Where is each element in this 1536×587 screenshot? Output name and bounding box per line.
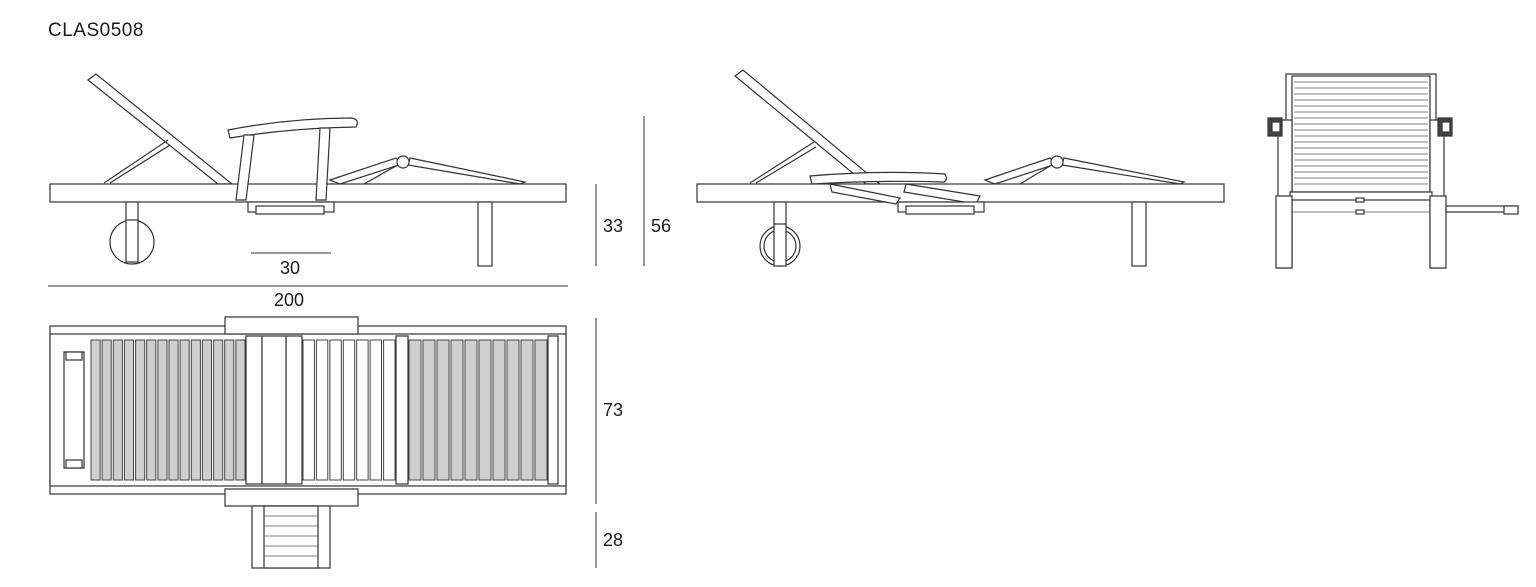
- slat: [369, 339, 383, 481]
- slat: [112, 339, 123, 481]
- dim-seat-height: 33: [603, 216, 624, 236]
- slat: [224, 339, 235, 481]
- seat-slats: [302, 339, 396, 481]
- legrest-left-2: [983, 157, 1058, 185]
- slat: [235, 339, 246, 481]
- slat: [383, 339, 396, 481]
- side-view-armrest-up: [49, 73, 567, 267]
- dim-width: 73: [603, 400, 624, 420]
- slat: [450, 339, 464, 481]
- top-view: [49, 316, 567, 569]
- dim-tray-depth: 28: [603, 530, 624, 550]
- tray-top: [224, 316, 359, 335]
- hinge: [396, 155, 410, 169]
- slat: [492, 339, 506, 481]
- slat: [135, 339, 146, 481]
- product-code: CLAS0508: [48, 20, 144, 41]
- slat: [342, 339, 356, 481]
- backrest: [87, 73, 234, 185]
- side-view-armrest-folded: [696, 69, 1225, 267]
- backrest-2: [734, 69, 882, 185]
- armrest-post-left: [235, 134, 255, 201]
- dim-wheel-span: 30: [280, 258, 301, 278]
- legrest-right-2: [1061, 157, 1186, 185]
- slat: [436, 339, 450, 481]
- slat: [190, 339, 201, 481]
- slat: [478, 339, 492, 481]
- slat: [464, 339, 478, 481]
- slat: [422, 339, 436, 481]
- front-slats: [1294, 81, 1428, 185]
- slat: [157, 339, 168, 481]
- legrest-slats: [408, 339, 548, 481]
- slat: [123, 339, 135, 481]
- slat: [534, 339, 548, 481]
- slat: [506, 339, 520, 481]
- slat: [101, 339, 112, 481]
- slat: [356, 339, 369, 481]
- slat: [329, 339, 342, 481]
- slat: [168, 339, 179, 481]
- slat: [179, 339, 190, 481]
- legrest-left: [328, 157, 404, 185]
- slat: [213, 339, 224, 481]
- legrest-right: [407, 157, 528, 185]
- rear-leg: [477, 201, 493, 267]
- armrest-folded: [809, 171, 947, 185]
- slat: [520, 339, 534, 481]
- slat: [302, 339, 315, 481]
- slat: [90, 339, 101, 481]
- frame-rail: [49, 183, 567, 203]
- tray-bottom: [224, 488, 359, 507]
- backrest-strut: [103, 139, 169, 184]
- backrest-slats: [90, 339, 246, 481]
- slat: [201, 339, 212, 481]
- slat: [408, 339, 422, 481]
- rear-leg-2: [1131, 201, 1147, 267]
- front-view: [1267, 73, 1519, 269]
- slat: [315, 339, 329, 481]
- armrest-top: [227, 117, 358, 139]
- dim-length: 200: [274, 290, 305, 310]
- dim-total-height: 56: [651, 216, 672, 236]
- armrest-post-right: [315, 127, 331, 201]
- slat: [146, 339, 157, 481]
